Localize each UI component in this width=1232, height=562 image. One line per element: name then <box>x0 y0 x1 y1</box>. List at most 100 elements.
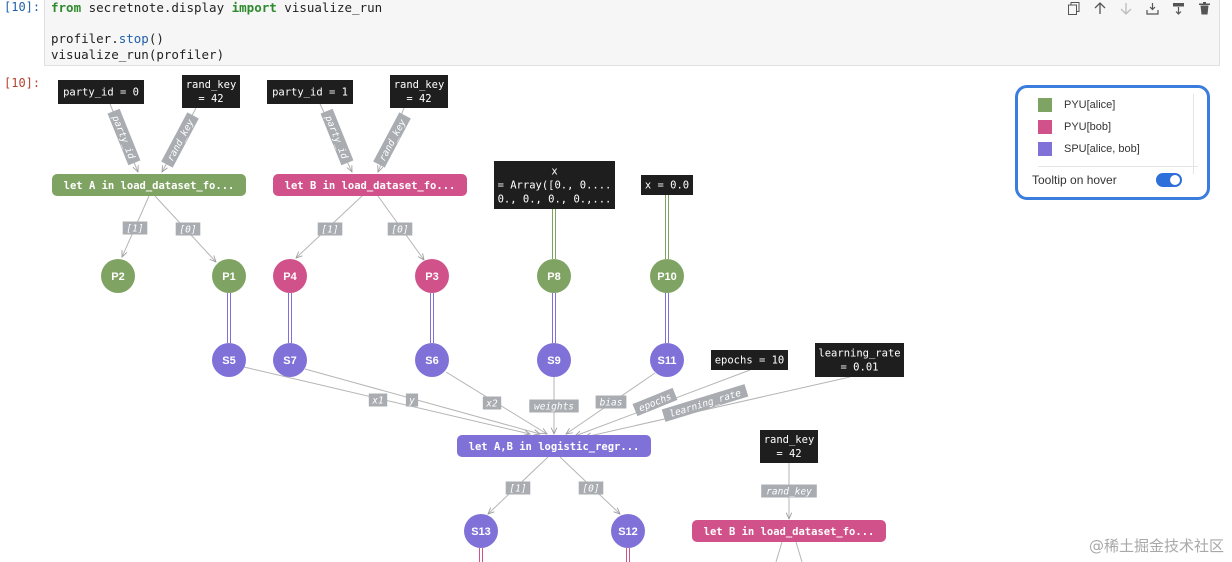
legend-divider <box>1038 166 1198 167</box>
edge-label-text: [1] <box>509 484 526 495</box>
code-cell[interactable]: from secretnote.display import visualize… <box>44 0 1220 66</box>
value-node-party1[interactable]: party_id = 1 <box>267 80 353 104</box>
value-node-text: party_id = 1 <box>272 87 348 99</box>
edge-label-text: y <box>408 396 415 407</box>
function-node-label: let B in load_dataset_fo... <box>285 180 456 192</box>
object-node-label: P10 <box>657 271 677 283</box>
object-node-p10[interactable]: P10 <box>650 259 684 293</box>
object-node-label: S13 <box>471 526 491 538</box>
copy-icon[interactable] <box>1065 0 1083 16</box>
code-module: secretnote.display <box>81 0 232 15</box>
code-import-name: visualize_run <box>276 0 383 15</box>
legend-panel: PYU[alice] PYU[bob] SPU[alice, bob] Tool… <box>1015 85 1210 200</box>
function-node-lr[interactable]: let A,B in logistic_regr... <box>457 435 651 457</box>
edge-label-x1: x1 <box>368 393 388 407</box>
legend-item-bob[interactable]: PYU[bob] <box>1038 116 1188 138</box>
edge-label-text: rand_key <box>377 117 408 163</box>
function-node-label: let A,B in logistic_regr... <box>469 441 640 453</box>
object-node-p4[interactable]: P4 <box>273 259 307 293</box>
input-prompt: [10]: <box>4 0 41 14</box>
edge-label-B1: [1] <box>317 222 343 236</box>
object-node-label: P2 <box>111 271 124 283</box>
object-node-label: S6 <box>425 355 438 367</box>
edge-label-text: rand_key <box>165 117 196 163</box>
value-node-rand3[interactable]: rand_key = 42 <box>760 430 818 463</box>
edge-label-A1: [1] <box>122 221 148 235</box>
edge-lr-lr <box>585 376 851 437</box>
value-node-x0[interactable]: x = 0.0 <box>641 175 693 195</box>
edge-label-text: [0] <box>179 225 196 236</box>
object-node-s7[interactable]: S7 <box>273 343 307 377</box>
value-node-text: epochs = 10 <box>715 355 785 367</box>
edge-label-text: x1 <box>371 396 383 407</box>
edge-s7-lr <box>304 368 540 434</box>
edge-label-text: [0] <box>582 484 599 495</box>
function-node-a[interactable]: let A in load_dataset_fo... <box>52 174 246 196</box>
edge-label-text: party_id <box>322 113 350 161</box>
code-editor[interactable]: from secretnote.display import visualize… <box>51 0 382 62</box>
value-node-text: x <box>551 166 557 178</box>
value-node-lr[interactable]: learning_rate= 0.01 <box>815 343 904 377</box>
keyword-from: from <box>51 0 82 15</box>
edge-label-text: x2 <box>485 399 498 410</box>
legend-item-spu[interactable]: SPU[alice, bob] <box>1038 138 1188 160</box>
object-node-s13[interactable]: S13 <box>464 514 498 548</box>
value-node-x[interactable]: x= Array([0., 0....0., 0., 0., 0.,... <box>494 161 615 209</box>
edge-label-bias: bias <box>595 395 627 409</box>
value-node-text: x = 0.0 <box>645 180 689 192</box>
value-node-text: = 42 <box>406 93 431 105</box>
tooltip-toggle-row: Tooltip on hover <box>1032 173 1182 187</box>
edge-label-x2: x2 <box>482 396 502 410</box>
move-down-icon[interactable] <box>1117 0 1135 16</box>
insert-above-icon[interactable] <box>1169 0 1187 16</box>
value-node-rand2[interactable]: rand_key = 42 <box>390 75 448 108</box>
function-node-b2[interactable]: let B in load_dataset_fo... <box>692 520 886 542</box>
value-node-text: rand_key <box>764 434 815 446</box>
value-node-party0[interactable]: party_id = 0 <box>58 80 144 104</box>
object-node-p2[interactable]: P2 <box>101 259 135 293</box>
object-node-p3[interactable]: P3 <box>415 259 449 293</box>
edge-label-text: [1] <box>126 224 143 235</box>
move-up-icon[interactable] <box>1091 0 1109 16</box>
value-node-text: rand_key <box>394 79 445 91</box>
object-node-s9[interactable]: S9 <box>537 343 571 377</box>
value-node-epochs[interactable]: epochs = 10 <box>711 350 788 370</box>
object-node-p1[interactable]: P1 <box>212 259 246 293</box>
legend-swatch <box>1038 98 1052 112</box>
edge-label-text: bias <box>600 398 623 409</box>
object-node-s5[interactable]: S5 <box>212 343 246 377</box>
function-node-label: let A in load_dataset_fo... <box>64 180 235 192</box>
value-node-text: = 42 <box>198 93 223 105</box>
legend-item-alice[interactable]: PYU[alice] <box>1038 94 1188 116</box>
edge-label-B0: [0] <box>387 222 413 236</box>
insert-below-icon[interactable] <box>1143 0 1161 16</box>
legend-label: SPU[alice, bob] <box>1064 143 1140 155</box>
edge-label-text: [0] <box>391 225 408 236</box>
tooltip-toggle-label: Tooltip on hover <box>1032 173 1117 187</box>
value-node-text: = Array([0., 0.... <box>498 180 612 192</box>
object-node-p8[interactable]: P8 <box>537 259 571 293</box>
delete-icon[interactable] <box>1195 0 1213 16</box>
cell-toolbar <box>1065 0 1213 16</box>
legend-scrollbar <box>1193 94 1194 174</box>
object-node-s11[interactable]: S11 <box>650 343 684 377</box>
output-prompt: [10]: <box>4 76 41 90</box>
value-node-text: = 42 <box>776 448 801 460</box>
edge-label-rand-key-2: rand_key <box>373 112 411 168</box>
object-node-s6[interactable]: S6 <box>415 343 449 377</box>
object-node-label: S5 <box>222 355 235 367</box>
toggle-knob <box>1170 175 1180 185</box>
code-visualize-call: visualize_run(profiler) <box>51 46 225 62</box>
tooltip-toggle-switch[interactable] <box>1156 173 1182 187</box>
value-node-rand1[interactable]: rand_key= 42 <box>182 75 240 108</box>
edge-label-rand-key-3: rand_key <box>761 484 817 498</box>
code-paren: () <box>148 31 164 46</box>
edge-layer <box>109 103 851 562</box>
function-node-b[interactable]: let B in load_dataset_fo... <box>273 174 467 196</box>
legend-swatch <box>1038 120 1052 134</box>
edge-label-LR1: [1] <box>505 481 531 495</box>
object-node-label: P3 <box>425 271 438 283</box>
object-node-s12[interactable]: S12 <box>611 514 645 548</box>
